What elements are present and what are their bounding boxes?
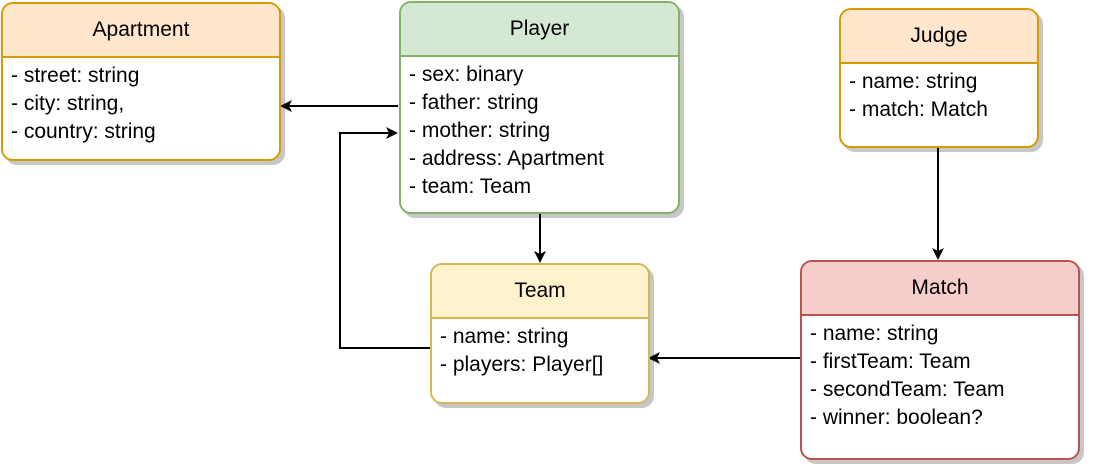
- connector-team-player: [339, 127, 430, 349]
- entity-team[interactable]: Team - name: string - players: Player[]: [430, 263, 650, 404]
- field: - name: string: [810, 322, 939, 345]
- entity-match-title: Match: [802, 262, 1078, 316]
- field: - secondTeam: Team: [810, 378, 1005, 401]
- entity-team-fields: - name: string - players: Player[]: [432, 319, 648, 379]
- entity-match-fields: - name: string - firstTeam: Team - secon…: [802, 316, 1078, 432]
- field: - street: string: [11, 64, 140, 87]
- field: - match: Match: [849, 98, 988, 121]
- entity-judge-title: Judge: [841, 10, 1037, 64]
- entity-apartment-title: Apartment: [3, 4, 279, 58]
- field: - country: string: [11, 120, 156, 143]
- entity-player-title: Player: [401, 3, 678, 57]
- field: - players: Player[]: [440, 353, 604, 376]
- entity-player-fields: - sex: binary - father: string - mother:…: [401, 57, 678, 201]
- field: - father: string: [409, 91, 539, 114]
- entity-judge-fields: - name: string - match: Match: [841, 64, 1037, 124]
- field: - city: string,: [11, 92, 125, 115]
- field: - firstTeam: Team: [810, 350, 971, 373]
- entity-apartment[interactable]: Apartment - street: string - city: strin…: [1, 2, 281, 161]
- field: - team: Team: [409, 175, 532, 198]
- field: - name: string: [849, 70, 978, 93]
- field: - name: string: [440, 325, 569, 348]
- entity-player[interactable]: Player - sex: binary - father: string - …: [399, 1, 680, 214]
- field: - winner: boolean?: [810, 406, 983, 429]
- entity-match[interactable]: Match - name: string - firstTeam: Team -…: [800, 260, 1080, 460]
- field: - mother: string: [409, 119, 551, 142]
- entity-judge[interactable]: Judge - name: string - match: Match: [839, 8, 1039, 148]
- field: - address: Apartment: [409, 147, 604, 170]
- entity-team-title: Team: [432, 265, 648, 319]
- entity-apartment-fields: - street: string - city: string, - count…: [3, 58, 279, 146]
- field: - sex: binary: [409, 63, 524, 86]
